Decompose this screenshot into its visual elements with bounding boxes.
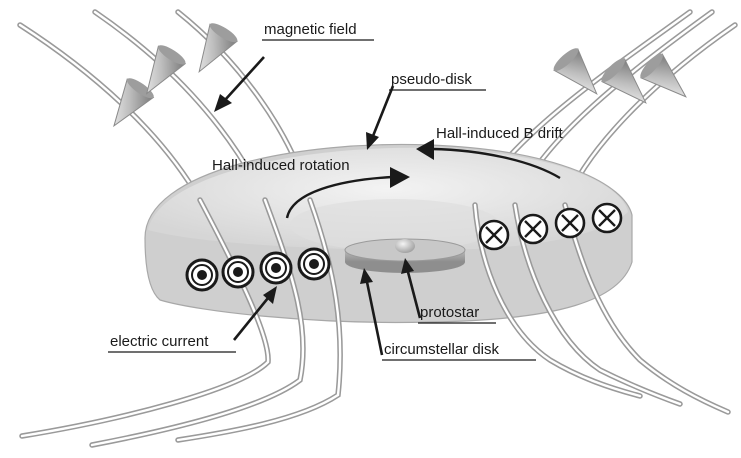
label-electric-current: electric current <box>110 333 209 350</box>
label-circumstellar-disk: circumstellar disk <box>384 341 500 358</box>
label-pseudo-disk: pseudo-disk <box>391 71 472 88</box>
cone-arrowhead-icon <box>186 20 240 80</box>
current-in-icon <box>593 204 621 232</box>
label-hall-rotation: Hall-induced rotation <box>212 157 350 174</box>
current-out-icon <box>299 249 329 279</box>
current-in-icon <box>519 215 547 243</box>
pointer-pseudo-disk <box>373 86 393 136</box>
current-out-icon <box>187 260 217 290</box>
current-out-icon <box>261 253 291 283</box>
current-out-icon <box>223 257 253 287</box>
current-in-icon <box>556 209 584 237</box>
label-hall-b-drift: Hall-induced B drift <box>436 125 564 142</box>
label-magnetic-field: magnetic field <box>264 21 357 38</box>
label-protostar: protostar <box>420 304 479 321</box>
protostar <box>395 239 415 253</box>
current-in-icon <box>480 221 508 249</box>
